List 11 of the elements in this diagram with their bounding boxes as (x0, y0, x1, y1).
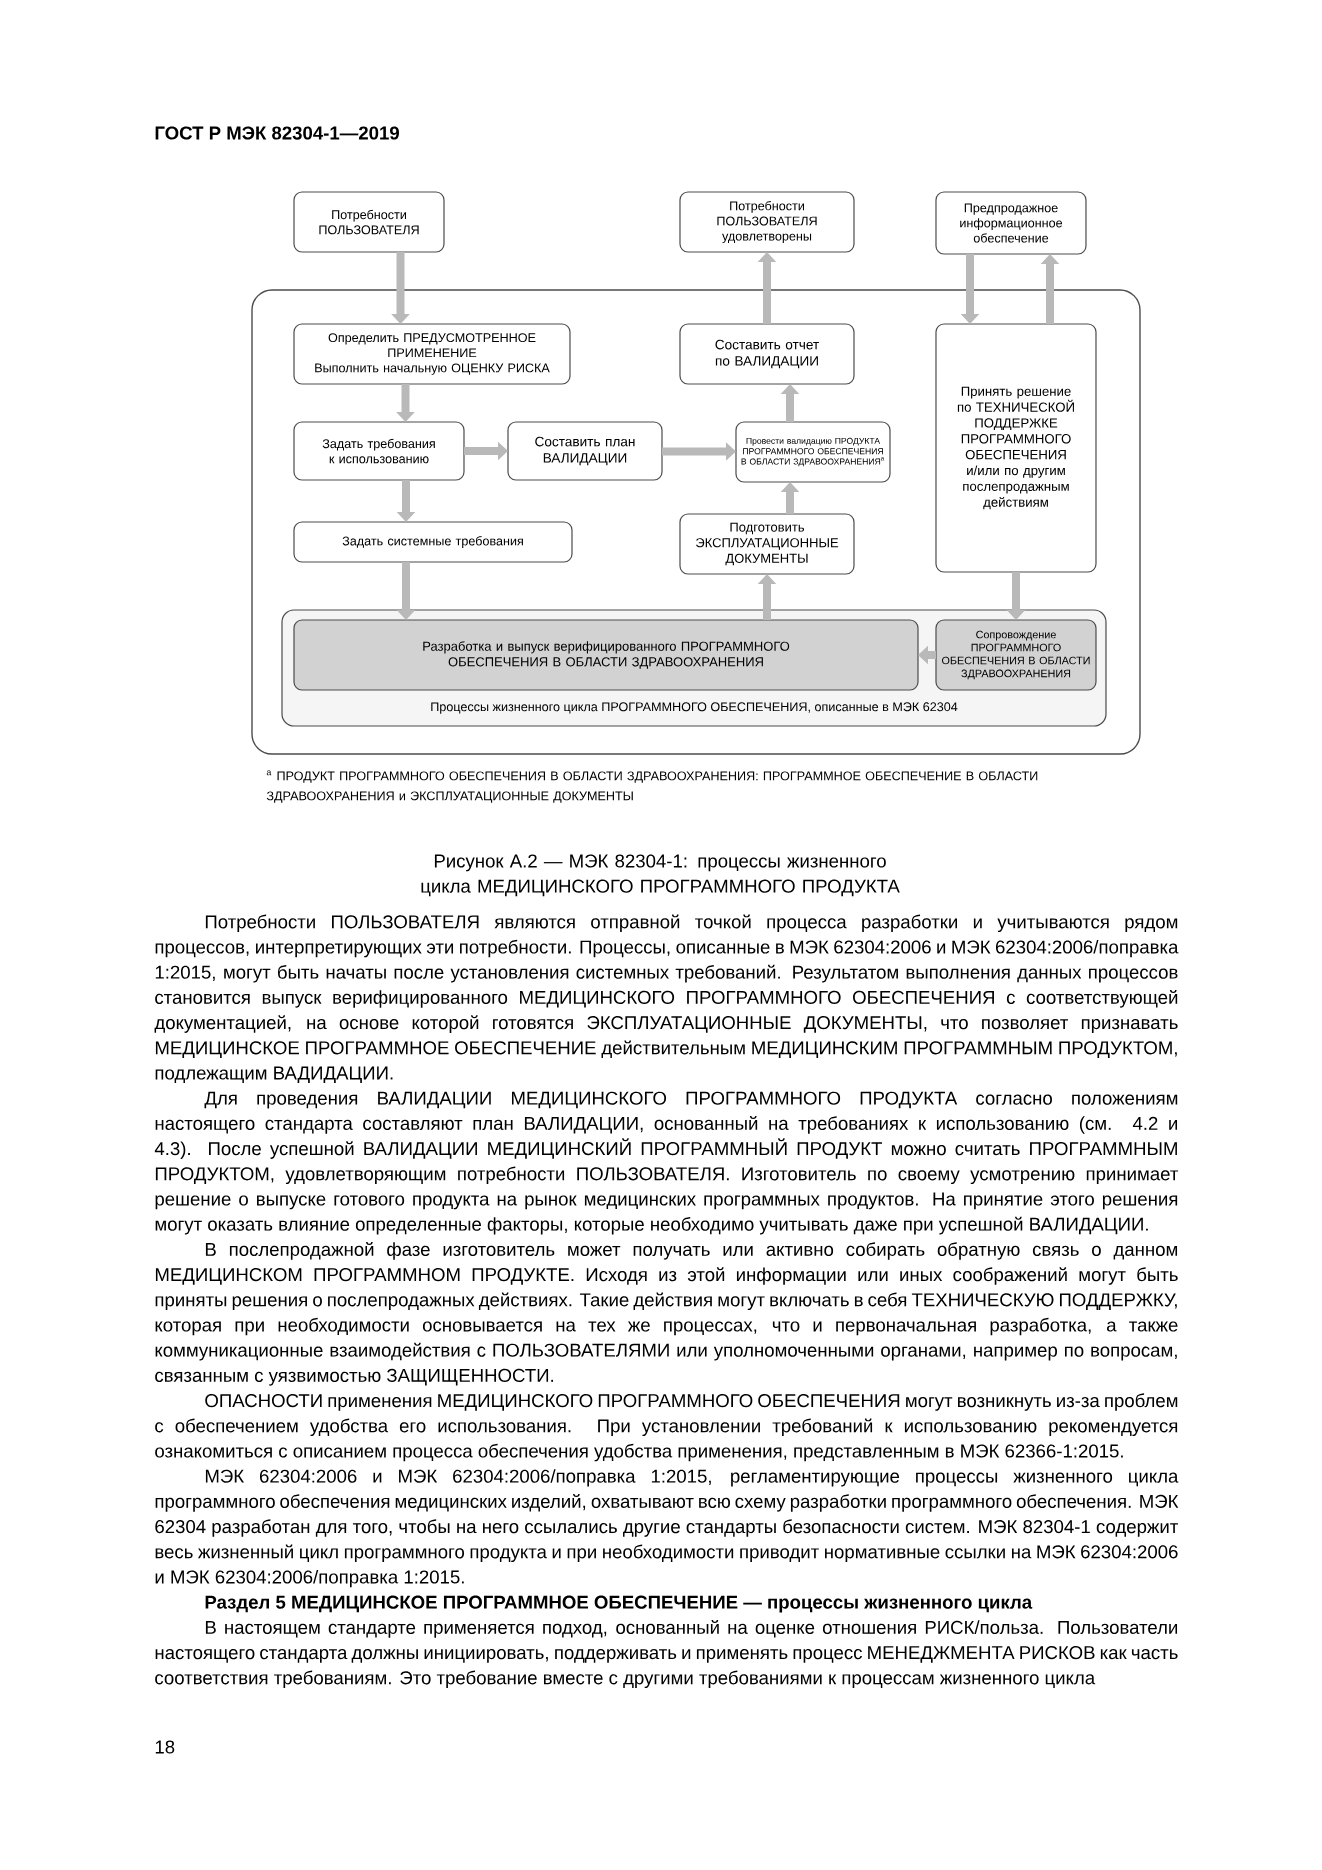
body-paragraph: МЭК 62304:2006 и МЭК 62304:2006/поправка 1:2015, регламентирующие процессы жизненного цикла программного обеспечения медицинских изделий, охватывают всю схему разработки программного обеспечения. МЭК 62304 разработан для того, чтобы на него ссылались другие стандарты безопасности систем. МЭК 82304-1 содержит весь жизненный цикл программного продукта и при необходимости приводит нормативные ссылки на МЭК 62304:2006 и МЭК 62304:2006/поправка 1:2015. (155, 1469, 1179, 1588)
body-paragraph: Для проведения ВАЛИДАЦИИ МЕДИЦИНСКОГО ПРОГРАММНОГО ПРОДУКТА согласно положениям настоящего стандарта составляют план ВАЛИДАЦИИ, основанный на требованиях к использованию (см. 4.2 и 4.3). После успешной ВАЛИДАЦИИ МЕДИЦИНСКИЙ ПРОГРАММНЫЙ ПРОДУКТ можно считать ПРОГРАММНЫМ ПРОДУКТОМ, удовлетворяющим потребности ПОЛЬЗОВАТЕЛЯ. Изготовитель по своему усмотрению принимает решение о выпуске готового продукта на рынок медицинских программных продуктов. На принятие этого решения могут оказать влияние определенные факторы, которые необходимо учитывать даже при успешной ВАЛИДАЦИИ. (154, 1091, 1179, 1235)
body-paragraph: В послепродажной фазе изготовитель может получать или активно собирать обратную связь о данном МЕДИЦИНСКОМ ПРОГРАММНОМ ПРОДУКТЕ. Исходя из этой информации или иных соображений могут быть приняты решения о послепродажных действиях. Такие действия могут включать в себя ТЕХНИЧЕСКУЮ ПОДДЕРЖКУ, которая при необходимости основывается на тех же процессах, что и первоначальная разработка, а также коммуникационные взаимодействия с ПОЛЬЗОВАТЕЛЯМИ или уполномоченными органами, например по вопросам, связанным с уязвимостью ЗАЩИЩЕННОСТИ. (155, 1242, 1178, 1386)
outer-frame (251, 289, 1141, 755)
body-paragraph: Потребности ПОЛЬЗОВАТЕЛЯ являются отправной точкой процесса разработки и учитываются рядом процессов, интерпретирующих эти потребности. Процессы, описанные в МЭК 62304:2006 и МЭК 62304:2006/поправка 1:2015, могут быть начаты после установления системных требований. Результатом выполнения данных процессов становится выпуск верифицированного МЕДИЦИНСКОГО ПРОГРАММНОГО ОБЕСПЕЧЕНИЯ с соответствующей документацией, на основе которой готовятся ЭКСПЛУАТАЦИОННЫЕ ДОКУМЕНТЫ, что позволяет признавать МЕДИЦИНСКОЕ ПРОГРАММНОЕ ОБЕСПЕЧЕНИЕ действительным МЕДИЦИНСКИМ ПРОГРАММНЫМ ПРОДУКТОМ, подлежащим ВАДИДАЦИИ. (154, 914, 1179, 1084)
section-heading: Раздел 5 МЕДИЦИНСКОЕ ПРОГРАММНОЕ ОБЕСПЕЧЕНИЕ — процессы жизненного цикла (205, 1595, 1033, 1613)
page-header: ГОСТ Р МЭК 82304-1—2019 (155, 126, 399, 140)
figure-caption: Рисунок А.2 — МЭК 82304-1: процессы жизненного цикла МЕДИЦИНСКОГО ПРОГРАММНОГО ПРОДУКТА (421, 854, 900, 897)
page-number: 18 (155, 1740, 175, 1754)
body-paragraph: В настоящем стандарте применяется подход, основанный на оценке отношения РИСК/польза. Пользователи настоящего стандарта должны инициировать, поддерживать и применять процесс МЕНЕДЖМЕНТА РИСКОВ как часть соответствия требованиям. Это требование вместе с другими требованиями к процессам жизненного цикла (155, 1620, 1178, 1689)
body-paragraph: ОПАСНОСТИ применения МЕДИЦИНСКОГО ПРОГРАММНОГО ОБЕСПЕЧЕНИЯ могут возникнуть из-за проблем с обеспечением удобства его использования. При установлении требований к использованию рекомендуется ознакомиться с описанием процесса обеспечения удобства применения, представленным в МЭК 62366-1:2015. (155, 1393, 1178, 1462)
